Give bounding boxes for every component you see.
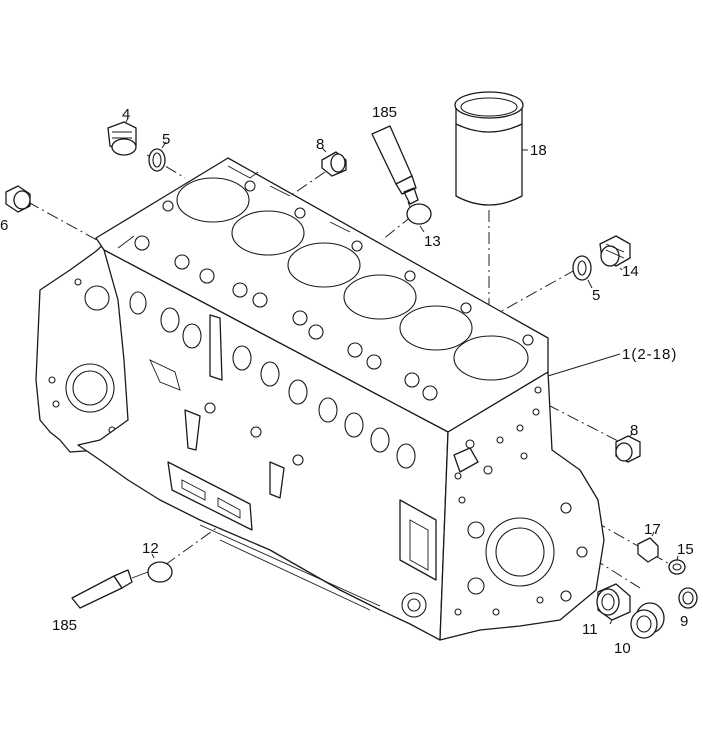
part-10-oil-seal (630, 602, 665, 639)
callout-4: 4 (122, 106, 130, 123)
callout-185-bottom: 185 (52, 617, 77, 634)
part-9-ring (678, 587, 698, 609)
callout-13: 13 (424, 233, 441, 250)
callout-9: 9 (680, 613, 688, 630)
part-17-bushing (637, 537, 659, 563)
callout-5-top: 5 (162, 131, 170, 148)
callout-8-top: 8 (316, 136, 324, 153)
part-13-plug (406, 203, 432, 225)
callout-12: 12 (142, 540, 159, 557)
part-12-plug (147, 561, 173, 583)
part-11-seal (596, 583, 631, 621)
part-8-plug-right (615, 435, 641, 463)
callout-10: 10 (614, 640, 631, 657)
callout-5-right: 5 (592, 287, 600, 304)
callout-185-top: 185 (372, 104, 397, 121)
callout-1: 1(2-18) (622, 346, 677, 363)
callout-6: 6 (0, 217, 8, 234)
callout-labels: 4 5 6 8 185 13 18 14 5 1(2-18) 8 17 15 1… (0, 104, 694, 657)
part-5-ring-right (572, 255, 592, 281)
part-5-ring-top (148, 148, 166, 172)
callout-18: 18 (530, 142, 547, 159)
part-8-plug-top (321, 151, 347, 177)
parts (5, 91, 698, 639)
part-185-sealant-bottom (71, 569, 149, 609)
part-4-plug (107, 121, 137, 156)
front-face-details (453, 386, 588, 616)
engine-block (35, 157, 605, 641)
part-6-plug (5, 185, 31, 213)
part-15-plug (668, 559, 686, 575)
part-18-cylinder-liner (454, 91, 524, 206)
callout-11: 11 (582, 621, 598, 638)
callout-14: 14 (622, 263, 639, 280)
deck-holes (117, 165, 534, 401)
side-face-details (129, 291, 437, 618)
callout-15: 15 (677, 541, 694, 558)
part-185-sealant-top (371, 125, 419, 219)
front-face (439, 371, 605, 641)
callout-8-right: 8 (630, 422, 638, 439)
cylinder-bores (176, 177, 529, 381)
callout-17: 17 (644, 521, 661, 538)
part-14-plug (599, 235, 631, 267)
leader-lines (125, 117, 679, 625)
side-face (77, 249, 449, 641)
